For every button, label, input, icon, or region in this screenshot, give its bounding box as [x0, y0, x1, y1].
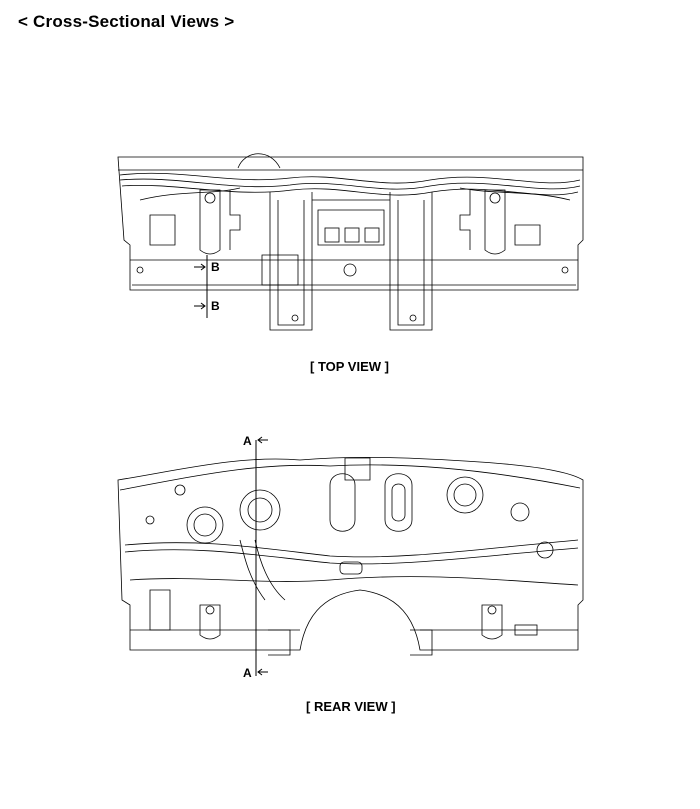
rear-view-caption: [ REAR VIEW ] [306, 699, 396, 714]
section-label-a-upper: A [243, 434, 252, 448]
section-label-b-lower: B [211, 299, 220, 313]
section-label-a-lower: A [243, 666, 252, 680]
section-label-b-upper: B [211, 260, 220, 274]
top-view-caption: [ TOP VIEW ] [310, 359, 389, 374]
page-title: < Cross-Sectional Views > [18, 12, 235, 31]
